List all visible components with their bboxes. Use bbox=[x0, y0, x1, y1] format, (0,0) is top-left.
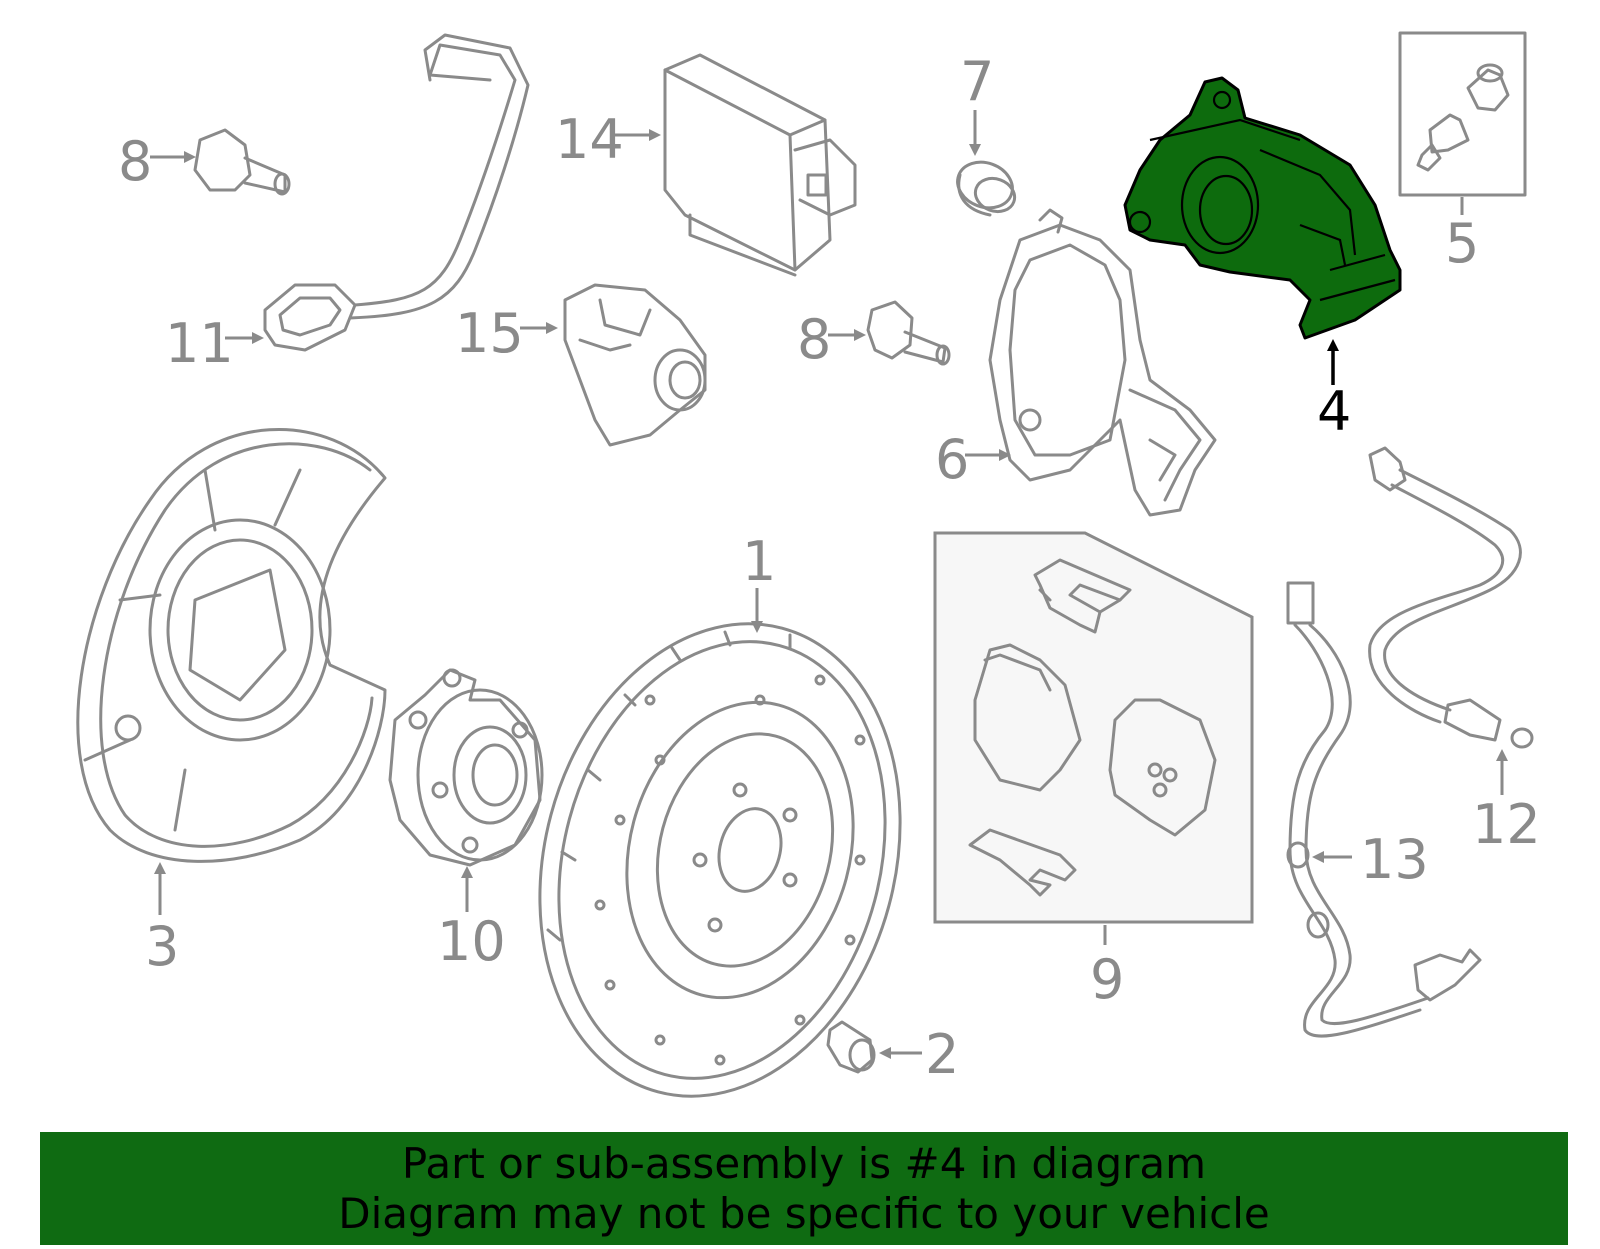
callout-2-arrow bbox=[879, 1047, 922, 1059]
callout-8b-arrow bbox=[828, 329, 866, 341]
banner-line-2: Diagram may not be specific to your vehi… bbox=[338, 1189, 1270, 1238]
actuator-part[interactable] bbox=[563, 283, 707, 447]
wear-sensor-part[interactable] bbox=[263, 33, 530, 352]
rotor-bolt-part[interactable] bbox=[826, 1020, 876, 1074]
callout-14-arrow bbox=[615, 129, 661, 141]
brake-rotor-part[interactable] bbox=[489, 583, 951, 1130]
callout-13-arrow bbox=[1312, 851, 1352, 863]
wheel-hub-part[interactable] bbox=[388, 668, 544, 867]
brake-hose-part[interactable] bbox=[1368, 446, 1534, 749]
callout-12[interactable]: 12 bbox=[1472, 793, 1541, 856]
callout-11[interactable]: 11 bbox=[165, 312, 234, 375]
callout-3-arrow bbox=[154, 862, 166, 915]
callout-10[interactable]: 10 bbox=[437, 910, 506, 973]
bleeder-kit-part[interactable] bbox=[1398, 31, 1527, 197]
callout-13[interactable]: 13 bbox=[1360, 828, 1429, 891]
bolt-part[interactable] bbox=[193, 128, 291, 196]
callout-3[interactable]: 3 bbox=[145, 915, 179, 978]
control-module-part[interactable] bbox=[663, 53, 857, 277]
callout-2[interactable]: 2 bbox=[925, 1023, 959, 1086]
caliper-bracket-part[interactable] bbox=[988, 208, 1217, 517]
callout-8a[interactable]: 8 bbox=[118, 130, 152, 193]
callout-6[interactable]: 6 bbox=[935, 428, 969, 491]
callout-1[interactable]: 1 bbox=[742, 530, 776, 593]
callout-11-arrow bbox=[225, 332, 264, 344]
callout-5[interactable]: 5 bbox=[1445, 212, 1479, 275]
callout-6-arrow bbox=[965, 449, 1011, 461]
callout-12-arrow bbox=[1496, 749, 1508, 795]
callout-7[interactable]: 7 bbox=[960, 50, 994, 113]
brake-caliper-part[interactable] bbox=[1123, 76, 1402, 340]
callout-4-arrow bbox=[1327, 339, 1339, 385]
parts-diagram: 3 10 bbox=[76, 31, 1541, 1130]
dust-shield-part[interactable] bbox=[76, 428, 387, 863]
callout-15[interactable]: 15 bbox=[455, 302, 524, 365]
callout-9[interactable]: 9 bbox=[1090, 948, 1124, 1011]
guide-boot-part[interactable] bbox=[951, 155, 1019, 217]
info-banner: Part or sub-assembly is #4 in diagram Di… bbox=[40, 1132, 1568, 1245]
callout-8b[interactable]: 8 bbox=[797, 308, 831, 371]
abs-sensor-part[interactable] bbox=[1286, 581, 1482, 1038]
callout-8a-arrow bbox=[150, 151, 196, 163]
callout-1-arrow bbox=[751, 588, 763, 633]
callout-4[interactable]: 4 bbox=[1317, 380, 1351, 443]
callout-10-arrow bbox=[461, 866, 473, 912]
callout-7-arrow bbox=[969, 110, 981, 156]
banner-line-1: Part or sub-assembly is #4 in diagram bbox=[401, 1139, 1207, 1188]
bolt-part-2[interactable] bbox=[866, 300, 951, 366]
brake-pad-kit-part[interactable] bbox=[933, 531, 1254, 924]
callout-15-arrow bbox=[520, 322, 558, 334]
callout-14[interactable]: 14 bbox=[555, 108, 624, 171]
